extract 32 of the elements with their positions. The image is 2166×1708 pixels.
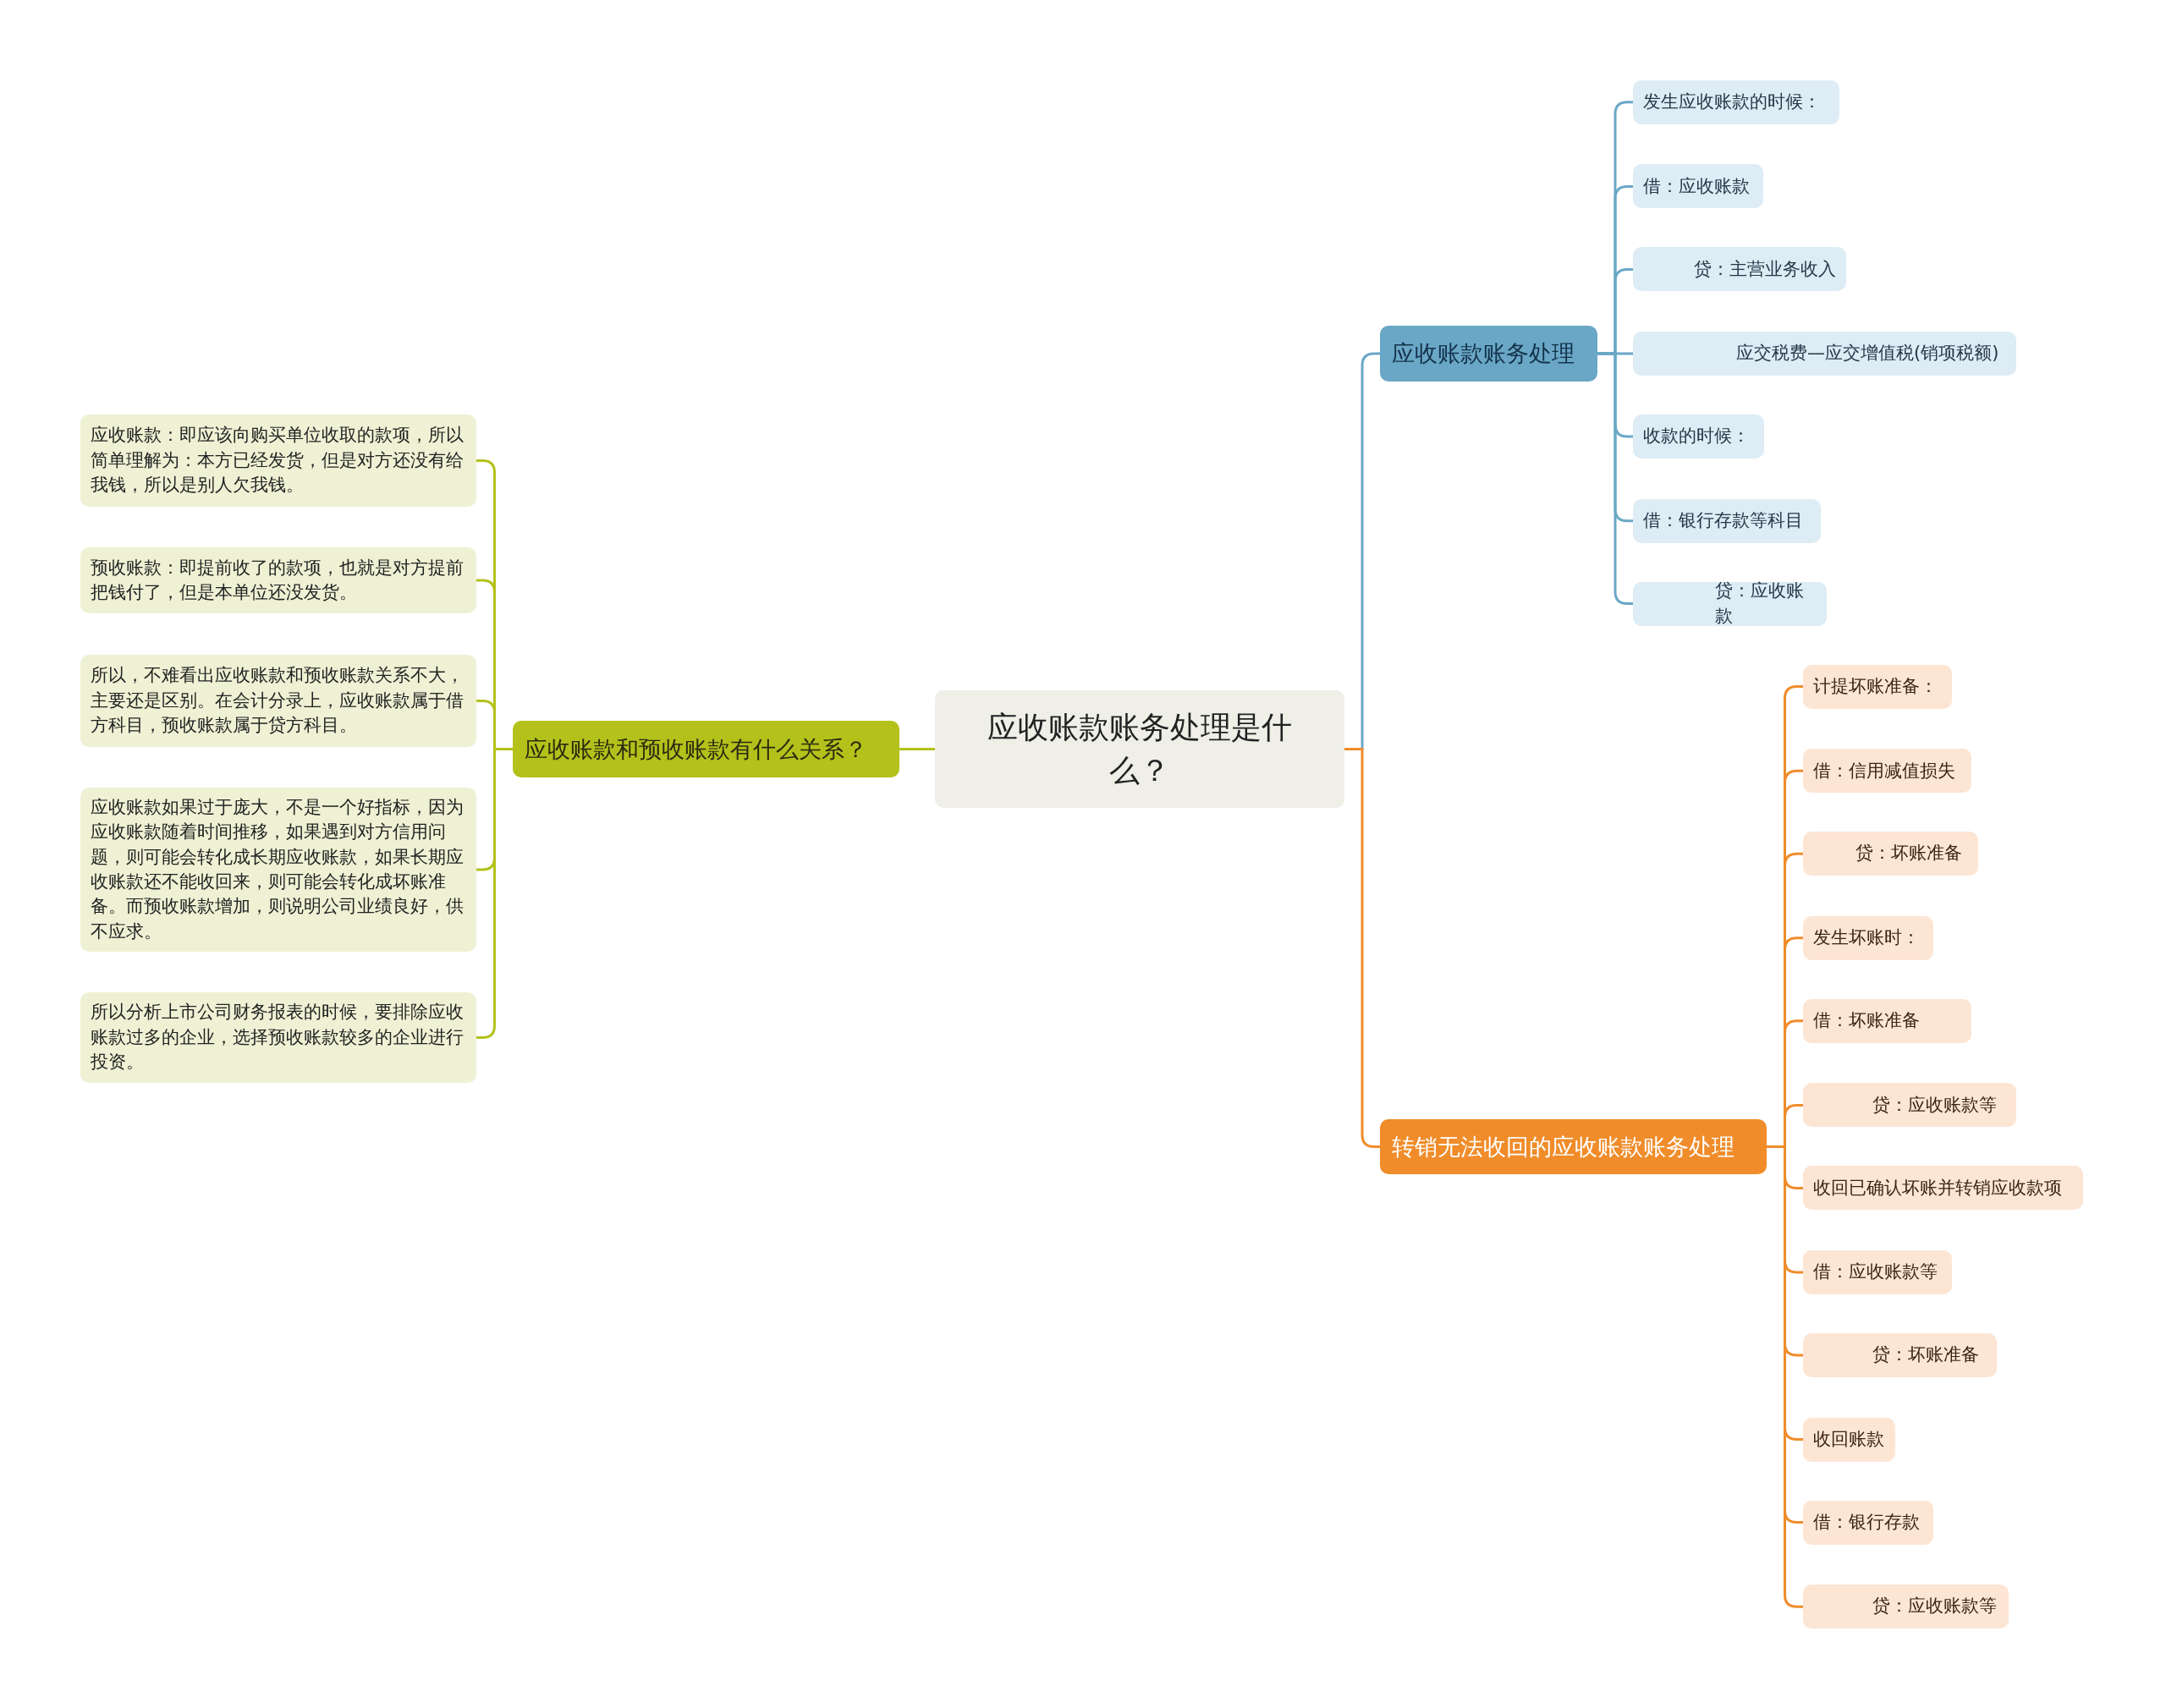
subtopic-box: 借：银行存款等科目 — [1633, 498, 1821, 543]
subtopic-box: 收款的时候： — [1633, 415, 1764, 459]
connector-line — [476, 748, 513, 1039]
note-box: 应收账款如果过于庞大，不是一个好指标，因为应收账款随着时间推移，如果遇到对方信用问题，则可能会转化成长期应收账款，如果长期应收账款还不能收回来，则可能会转化成坏账准备。而预收账款增加，则说明公司业绩良好，供不应求。 — [80, 788, 476, 952]
connector-line — [1597, 352, 1633, 606]
subtopic-box: 贷：主营业务收入 — [1633, 247, 1846, 292]
subtopic-box: 借：应收账款等 — [1803, 1250, 1952, 1294]
connector-line — [1344, 748, 1380, 1148]
subtopic-box: 收回已确认坏账并转销应收款项 — [1803, 1166, 2083, 1211]
note-box: 所以，不难看出应收账款和预收账款关系不大，主要还是区别。在会计分录上，应收账款属于借方科目，预收账款属于贷方科目。 — [80, 655, 476, 747]
subtopic-box: 借：坏账准备 — [1803, 998, 1971, 1043]
topic-box: 应收账款账务处理 — [1380, 326, 1597, 382]
topic-box: 应收账款和预收账款有什么关系？ — [513, 721, 899, 777]
subtopic-box: 计提坏账准备： — [1803, 664, 1952, 709]
central-topic-box: 应收账款账务处理是什么？ — [935, 690, 1344, 808]
subtopic-box: 贷：应收账款等 — [1803, 1584, 2009, 1629]
subtopic-box: 发生坏账时： — [1803, 915, 1933, 960]
connector-line — [899, 748, 935, 750]
note-box: 预收账款：即提前收了的款项，也就是对方提前把钱付了，但是本单位还没发货。 — [80, 547, 476, 613]
subtopic-box: 收回账款 — [1803, 1417, 1895, 1462]
note-box: 所以分析上市公司财务报表的时候，要排除应收账款过多的企业，选择预收账款较多的企业进行投资。 — [80, 992, 476, 1083]
subtopic-box: 贷：应收账款等 — [1803, 1083, 2016, 1128]
subtopic-box: 贷：应收账款 — [1633, 581, 1827, 626]
subtopic-box: 借：银行存款 — [1803, 1500, 1933, 1545]
subtopic-box: 发生应收账款的时候： — [1633, 80, 1839, 124]
topic-box: 转销无法收回的应收账款账务处理 — [1380, 1119, 1767, 1174]
subtopic-box: 贷：坏账准备 — [1803, 1332, 1997, 1377]
note-box: 应收账款：即应该向购买单位收取的款项，所以简单理解为：本方已经发货，但是对方还没有给我钱，所以是别人欠我钱。 — [80, 415, 476, 507]
subtopic-box: 应交税费—应交增值税(销项税额) — [1633, 332, 2016, 376]
subtopic-box: 借：信用减值损失 — [1803, 749, 1971, 794]
subtopic-box: 借：应收账款 — [1633, 164, 1763, 209]
subtopic-box: 贷：坏账准备 — [1803, 832, 1978, 876]
